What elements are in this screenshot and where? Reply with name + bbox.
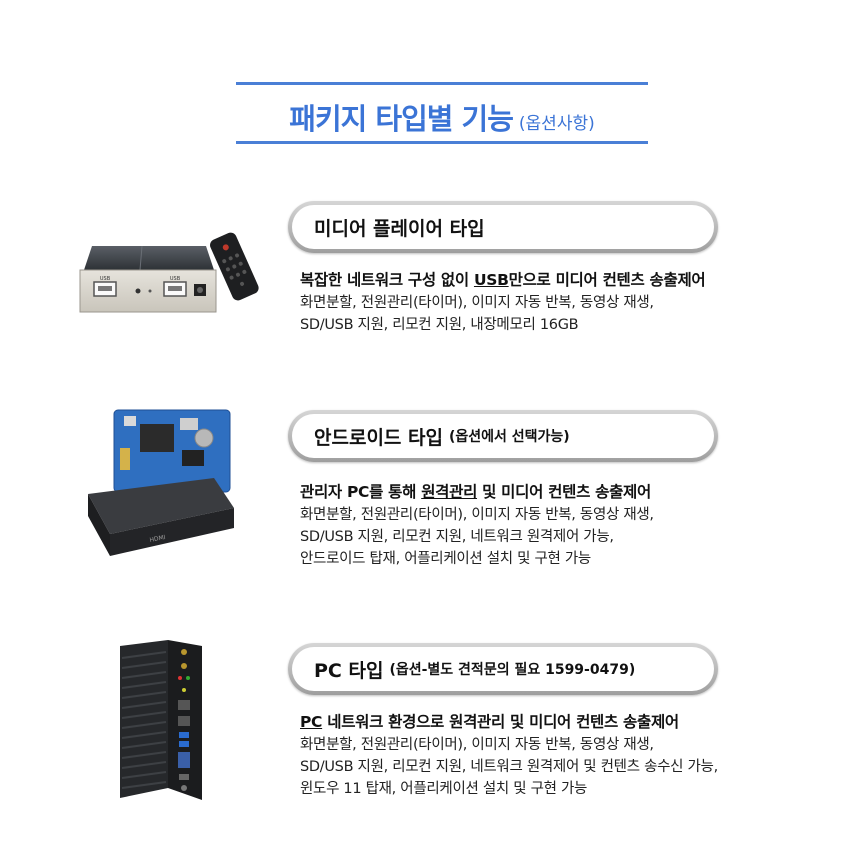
- title-bottom-rule: [236, 141, 648, 144]
- desc-media-player: 복잡한 네트워크 구성 없이 USB만으로 미디어 컨텐츠 송출제어 화면분할,…: [300, 268, 830, 336]
- headline-text: 만으로 미디어 컨텐츠 송출제어: [508, 271, 706, 289]
- usb-port-label-right: USB: [170, 276, 181, 282]
- headline-android: 관리자 PC를 통해 원격관리 및 미디어 컨텐츠 송출제어: [300, 480, 830, 502]
- feature-line: 윈도우 11 탑재, 어플리케이션 설치 및 구현 가능: [300, 781, 588, 797]
- feature-line: 화면분할, 전원관리(타이머), 이미지 자동 반복, 동영상 재생,: [300, 507, 654, 523]
- android-box-image: HDMI: [88, 409, 234, 556]
- feature-line: SD/USB 지원, 리모컨 지원, 네트워크 원격제어 가능,: [300, 529, 614, 545]
- desc-pc: PC 네트워크 환경으로 원격관리 및 미디어 컨텐츠 송출제어 화면분할, 전…: [300, 710, 830, 800]
- pc-box-image: [120, 640, 202, 800]
- pill-sub-pc: (옵션-별도 견적문의 필요 1599-0479): [389, 662, 636, 678]
- headline-underlined: PC: [300, 713, 323, 731]
- headline-media-player: 복잡한 네트워크 구성 없이 USB만으로 미디어 컨텐츠 송출제어: [300, 268, 830, 290]
- feature-line: 화면분할, 전원관리(타이머), 이미지 자동 반복, 동영상 재생,: [300, 295, 654, 311]
- headline-text: 관리자 PC를 통해: [300, 483, 422, 501]
- pill-pc: PC 타입 (옵션-별도 견적문의 필요 1599-0479): [288, 643, 718, 695]
- page-title: 패키지 타입별 기능(옵션사항): [236, 96, 648, 138]
- headline-text: 및 미디어 컨텐츠 송출제어: [477, 483, 651, 501]
- feature-line: 화면분할, 전원관리(타이머), 이미지 자동 반복, 동영상 재생,: [300, 737, 654, 753]
- page-title-sub: (옵션사항): [518, 114, 595, 134]
- feature-line: SD/USB 지원, 리모컨 지원, 내장메모리 16GB: [300, 317, 579, 333]
- pill-title-android: 안드로이드 타입: [314, 426, 443, 449]
- usb-port-label-left: USB: [100, 276, 111, 282]
- pill-title-media-player: 미디어 플레이어 타입: [314, 217, 485, 240]
- headline-pc: PC 네트워크 환경으로 원격관리 및 미디어 컨텐츠 송출제어: [300, 710, 830, 732]
- desc-android: 관리자 PC를 통해 원격관리 및 미디어 컨텐츠 송출제어 화면분할, 전원관…: [300, 480, 830, 570]
- headline-text: 네트워크 환경으로 원격관리 및 미디어 컨텐츠 송출제어: [322, 713, 679, 731]
- pill-sub-android: (옵션에서 선택가능): [448, 429, 570, 445]
- feature-line: 안드로이드 탑재, 어플리케이션 설치 및 구현 가능: [300, 551, 591, 567]
- feature-line: SD/USB 지원, 리모컨 지원, 네트워크 원격제어 및 컨텐츠 송수신 가…: [300, 759, 718, 775]
- headline-underlined: USB: [473, 271, 509, 289]
- pill-title-pc: PC 타입: [314, 659, 384, 682]
- hdmi-label: HDMI: [149, 534, 166, 544]
- page-title-main: 패키지 타입별 기능: [289, 102, 514, 136]
- pill-media-player: 미디어 플레이어 타입: [288, 201, 718, 253]
- media-player-image: USB USB: [79, 232, 259, 313]
- headline-text: 복잡한 네트워크 구성 없이: [300, 271, 474, 289]
- headline-underlined: 원격관리: [421, 483, 478, 501]
- title-top-rule: [236, 82, 648, 85]
- page-title-block: 패키지 타입별 기능(옵션사항): [236, 82, 648, 144]
- pill-android: 안드로이드 타입 (옵션에서 선택가능): [288, 410, 718, 462]
